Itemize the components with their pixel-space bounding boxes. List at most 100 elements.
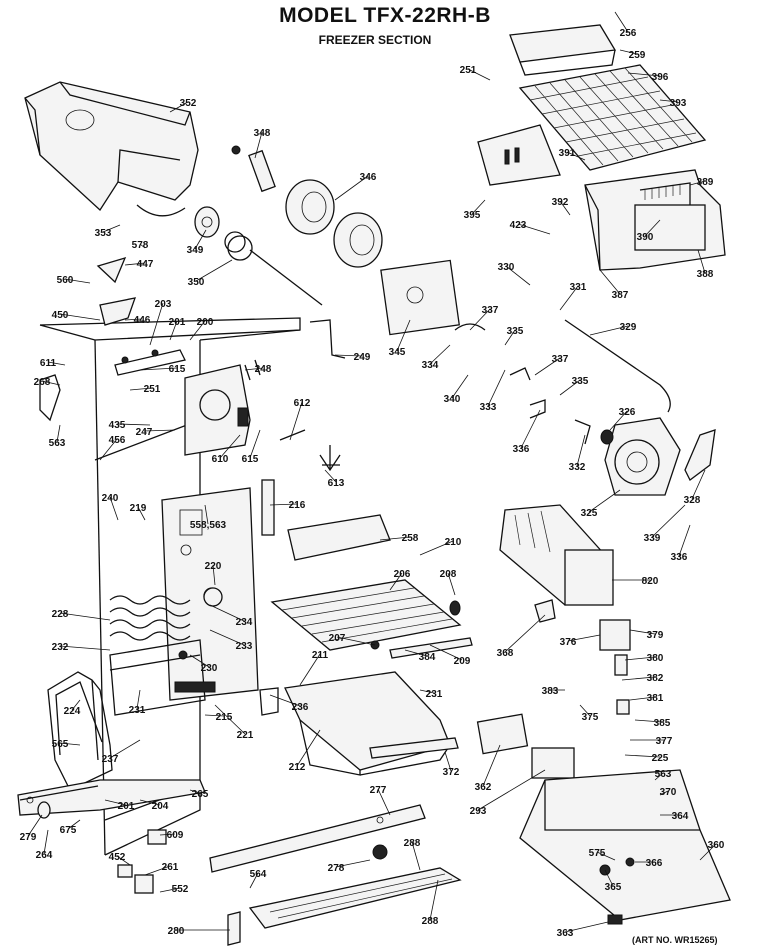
leader-line <box>59 313 101 321</box>
leader-line <box>689 180 706 186</box>
part-number-label: 360 <box>708 840 725 851</box>
part-number-label: 259 <box>629 50 646 61</box>
part-number-label: 209 <box>454 656 471 667</box>
part-number-label: 326 <box>619 407 636 418</box>
part-number-label: 340 <box>444 394 461 405</box>
part-number-label: 249 <box>354 352 371 363</box>
part-number-label: 345 <box>389 347 406 358</box>
leader-line <box>517 223 551 235</box>
part-number-label: 456 <box>109 435 126 446</box>
part-number-label: 335 <box>572 376 589 387</box>
leader-line <box>604 869 614 887</box>
part-number-label: 552 <box>172 884 189 895</box>
leader-line <box>64 278 91 284</box>
part-number-label: 375 <box>582 712 599 723</box>
leader-line <box>654 772 664 781</box>
part-number-label: 201 <box>118 801 135 812</box>
part-number-label: 248 <box>255 364 272 375</box>
part-number-label: 578 <box>132 240 149 251</box>
leader-line <box>204 714 225 717</box>
part-number-label: 377 <box>656 736 673 747</box>
art-number: (ART NO. WR15265) <box>632 935 718 945</box>
leader-line <box>469 308 491 331</box>
part-number-label: 231 <box>129 705 146 716</box>
leader-line <box>579 704 591 717</box>
part-number-label: 206 <box>394 569 411 580</box>
leader-line <box>244 367 264 371</box>
leader-line <box>189 654 210 668</box>
evaporator-drawing <box>109 487 259 716</box>
part-number-label: 376 <box>560 637 577 648</box>
leader-line <box>269 694 301 707</box>
leader-line <box>447 572 456 596</box>
leader-line <box>149 302 164 346</box>
ice-tray-assembly-drawing <box>477 24 726 271</box>
part-number-label: 423 <box>510 220 527 231</box>
part-number-label: 256 <box>620 28 637 39</box>
part-number-label: 337 <box>482 305 499 316</box>
part-number-label: 212 <box>289 762 306 773</box>
small-hardware-drawing <box>37 256 731 925</box>
leader-line <box>299 653 321 686</box>
part-number-label: 353 <box>95 228 112 239</box>
part-number-label: 225 <box>652 753 669 764</box>
part-number-label: 563 <box>49 438 66 449</box>
part-number-label: 393 <box>670 98 687 109</box>
leader-line <box>377 788 391 816</box>
leader-line <box>47 361 66 366</box>
leader-line <box>634 719 663 723</box>
part-number-label: 236 <box>292 702 309 713</box>
part-number-label: 339 <box>644 533 661 544</box>
leader-line <box>109 496 119 521</box>
leader-line <box>559 379 581 396</box>
leader-line <box>651 504 686 538</box>
leader-line <box>137 506 146 521</box>
leader-line <box>254 131 263 159</box>
leader-line <box>599 269 621 295</box>
leader-line <box>576 434 586 467</box>
part-number-label: 446 <box>134 315 151 326</box>
part-number-label: 261 <box>162 862 179 873</box>
part-number-label: 610 <box>212 454 229 465</box>
part-number-label: 381 <box>647 693 664 704</box>
part-number-label: 385 <box>654 718 671 729</box>
part-number-label: 349 <box>187 245 204 256</box>
part-number-label: 233 <box>236 641 253 652</box>
leader-line <box>129 387 153 391</box>
leader-line <box>296 729 321 767</box>
part-number-label: 215 <box>216 712 233 723</box>
leader-line <box>619 49 638 55</box>
leader-line <box>335 859 371 868</box>
leader-line <box>195 259 233 282</box>
part-number-label: 452 <box>109 852 126 863</box>
part-number-label: 395 <box>464 210 481 221</box>
part-labels: 2562592513963933523483463913893923954233… <box>20 28 725 939</box>
leader-line <box>43 829 49 855</box>
part-number-label: 279 <box>20 832 37 843</box>
leader-line <box>609 410 628 431</box>
leader-line <box>189 320 206 341</box>
part-number-label: 675 <box>60 825 77 836</box>
part-number-label: 221 <box>237 730 254 741</box>
auger-assembly-drawing <box>194 145 383 306</box>
leader-line <box>596 851 616 861</box>
leader-line <box>214 704 246 735</box>
leader-line <box>627 72 661 77</box>
leader-line <box>169 320 178 341</box>
leader-line <box>504 614 546 653</box>
leader-line <box>59 742 81 746</box>
part-number-label: 216 <box>289 500 306 511</box>
part-number-label: 224 <box>64 706 81 717</box>
leader-line <box>136 689 141 710</box>
part-number-label: 563 <box>655 769 672 780</box>
part-number-label: 247 <box>136 427 153 438</box>
leader-line <box>691 469 706 500</box>
leader-line <box>419 689 435 694</box>
leader-line <box>71 699 81 711</box>
part-number-label: 612 <box>294 398 311 409</box>
leader-line <box>204 504 209 525</box>
leader-line <box>289 401 303 441</box>
part-number-label: 337 <box>552 354 569 365</box>
part-number-label: 288 <box>404 838 421 849</box>
